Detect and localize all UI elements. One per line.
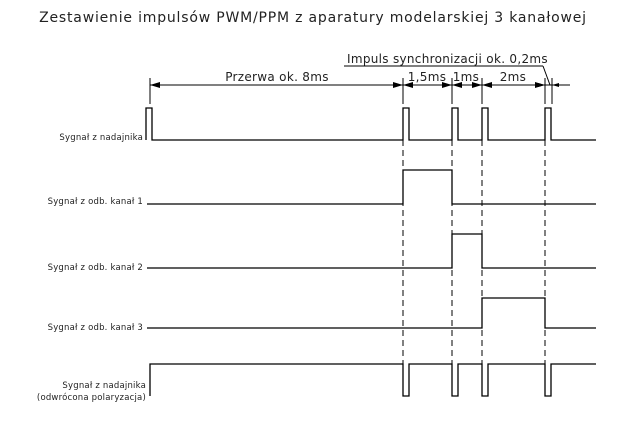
tx-waveform (145, 107, 596, 141)
sync-pulse-label: Impuls synchronizacji ok. 0,2ms (347, 52, 548, 66)
tx-inverted-label-line1: Sygnał z nadajnika (62, 381, 146, 391)
rx-channel-1-waveform (147, 169, 596, 205)
tx-inverted-waveform (149, 363, 596, 397)
channel-3-duration-label: 2ms (500, 70, 526, 84)
timing-dimension-line (149, 78, 570, 104)
channel-1-duration-label: 1,5ms (408, 70, 447, 84)
rx-channel-1-label: Sygnał z odb. kanał 1 (48, 197, 143, 207)
tx-signal-label: Sygnał z nadajnika (59, 133, 143, 143)
rx-channel-3-label: Sygnał z odb. kanał 3 (48, 323, 143, 333)
rx-channel-3-waveform (147, 297, 596, 329)
timing-guide-lines (402, 140, 546, 370)
diagram-title: Zestawienie impulsów PWM/PPM z aparatury… (39, 10, 587, 26)
tx-inverted-label-line2: (odwrócona polaryzacja) (37, 392, 146, 403)
channel-2-duration-label: 1ms (453, 70, 479, 84)
gap-duration-label: Przerwa ok. 8ms (225, 70, 329, 84)
rx-channel-2-label: Sygnał z odb. kanał 2 (48, 263, 143, 273)
rx-channel-2-waveform (147, 233, 596, 269)
sync-pulse-leader-line (344, 65, 551, 86)
